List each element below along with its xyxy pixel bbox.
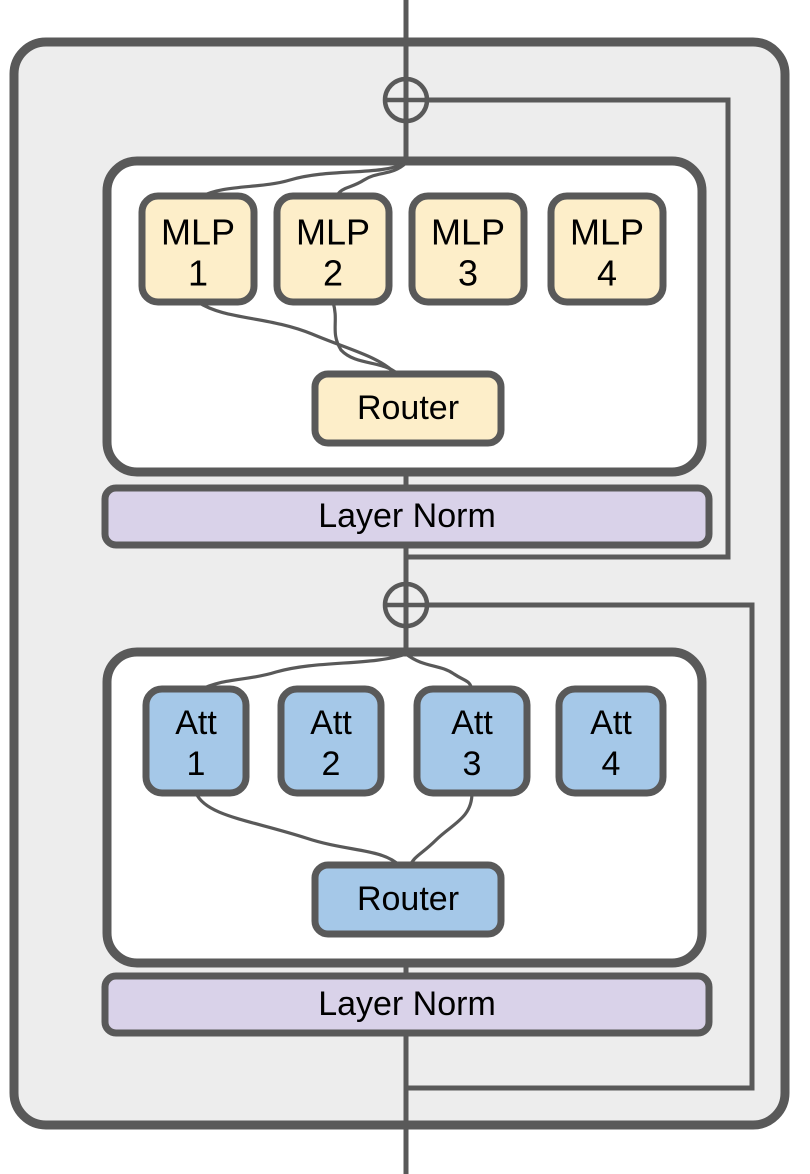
mlp-expert-2[interactable]: MLP 2 [273, 192, 393, 306]
attention-router[interactable]: Router [311, 861, 505, 938]
mlp-expert-4-box[interactable] [547, 192, 667, 306]
attention-expert-2-box[interactable] [277, 685, 385, 797]
mlp-route-in-expert-2 [334, 161, 408, 198]
mlp-route-in-expert-1 [199, 161, 407, 199]
attention-residual-add [382, 581, 430, 629]
mlp-route-out-expert-2 [331, 301, 400, 376]
mlp-route-out-expert-1 [197, 300, 398, 376]
mlp-expert-3-label-line2: 3 [458, 253, 478, 294]
attention-layer-norm-box[interactable] [101, 972, 713, 1037]
attention-expert-3-label-line2: 3 [463, 745, 482, 783]
attention-expert-2[interactable]: Att 2 [277, 685, 385, 797]
attention-expert-4-box[interactable] [555, 685, 667, 797]
attention-expert-3[interactable]: Att 3 [413, 685, 531, 797]
mlp-expert-4-label-line2: 4 [597, 253, 617, 294]
attention-expert-1-label-line2: 1 [187, 745, 206, 783]
mlp-layer-norm[interactable]: Layer Norm [101, 484, 713, 549]
mlp-expert-4-label-line1: MLP [570, 212, 644, 253]
mlp-residual-add [382, 76, 430, 124]
mlp-section: MLP 1 MLP 2 MLP 3 MLP 4 Router [101, 76, 713, 549]
mlp-expert-2-label-line2: 2 [323, 253, 343, 294]
mlp-expert-4[interactable]: MLP 4 [547, 192, 667, 306]
attention-expert-2-label-line1: Att [310, 704, 352, 742]
attention-layer-norm-label: Layer Norm [318, 985, 496, 1023]
attention-router-box[interactable] [311, 861, 505, 938]
attention-expert-1-label-line1: Att [175, 704, 217, 742]
attention-route-in-expert-3 [405, 652, 474, 691]
mlp-router-label: Router [357, 389, 459, 427]
mlp-residual-bypass-path [406, 97, 731, 560]
mlp-router-box[interactable] [311, 370, 505, 447]
mlp-expert-3[interactable]: MLP 3 [408, 192, 528, 306]
attention-route-out-expert-3 [408, 792, 474, 867]
attention-layer-norm[interactable]: Layer Norm [101, 972, 713, 1037]
attention-expert-3-label-line1: Att [451, 704, 493, 742]
mlp-expert-3-label-line1: MLP [431, 212, 505, 253]
attention-expert-2-label-line2: 2 [322, 745, 341, 783]
attention-section: Att 1 Att 2 Att 3 Att 4 Router [101, 581, 713, 1037]
mlp-layer-norm-label: Layer Norm [318, 497, 496, 535]
attention-route-out-expert-1 [194, 792, 402, 868]
attention-expert-4[interactable]: Att 4 [555, 685, 667, 797]
attention-router-label: Router [357, 880, 459, 918]
mlp-router[interactable]: Router [311, 370, 505, 447]
mlp-expert-1[interactable]: MLP 1 [138, 192, 258, 306]
mlp-expert-3-box[interactable] [408, 192, 528, 306]
attention-expert-1[interactable]: Att 1 [142, 685, 250, 797]
attention-residual-bypass-path [406, 602, 755, 1091]
attention-expert-4-label-line1: Att [590, 704, 632, 742]
attention-expert-container [102, 647, 707, 968]
mlp-expert-2-label-line1: MLP [296, 212, 370, 253]
attention-route-in-expert-1 [199, 652, 407, 692]
mlp-expert-1-label-line2: 1 [188, 253, 208, 294]
mlp-expert-1-label-line1: MLP [161, 212, 235, 253]
attention-expert-4-label-line2: 4 [602, 745, 621, 783]
mlp-layer-norm-box[interactable] [101, 484, 713, 549]
